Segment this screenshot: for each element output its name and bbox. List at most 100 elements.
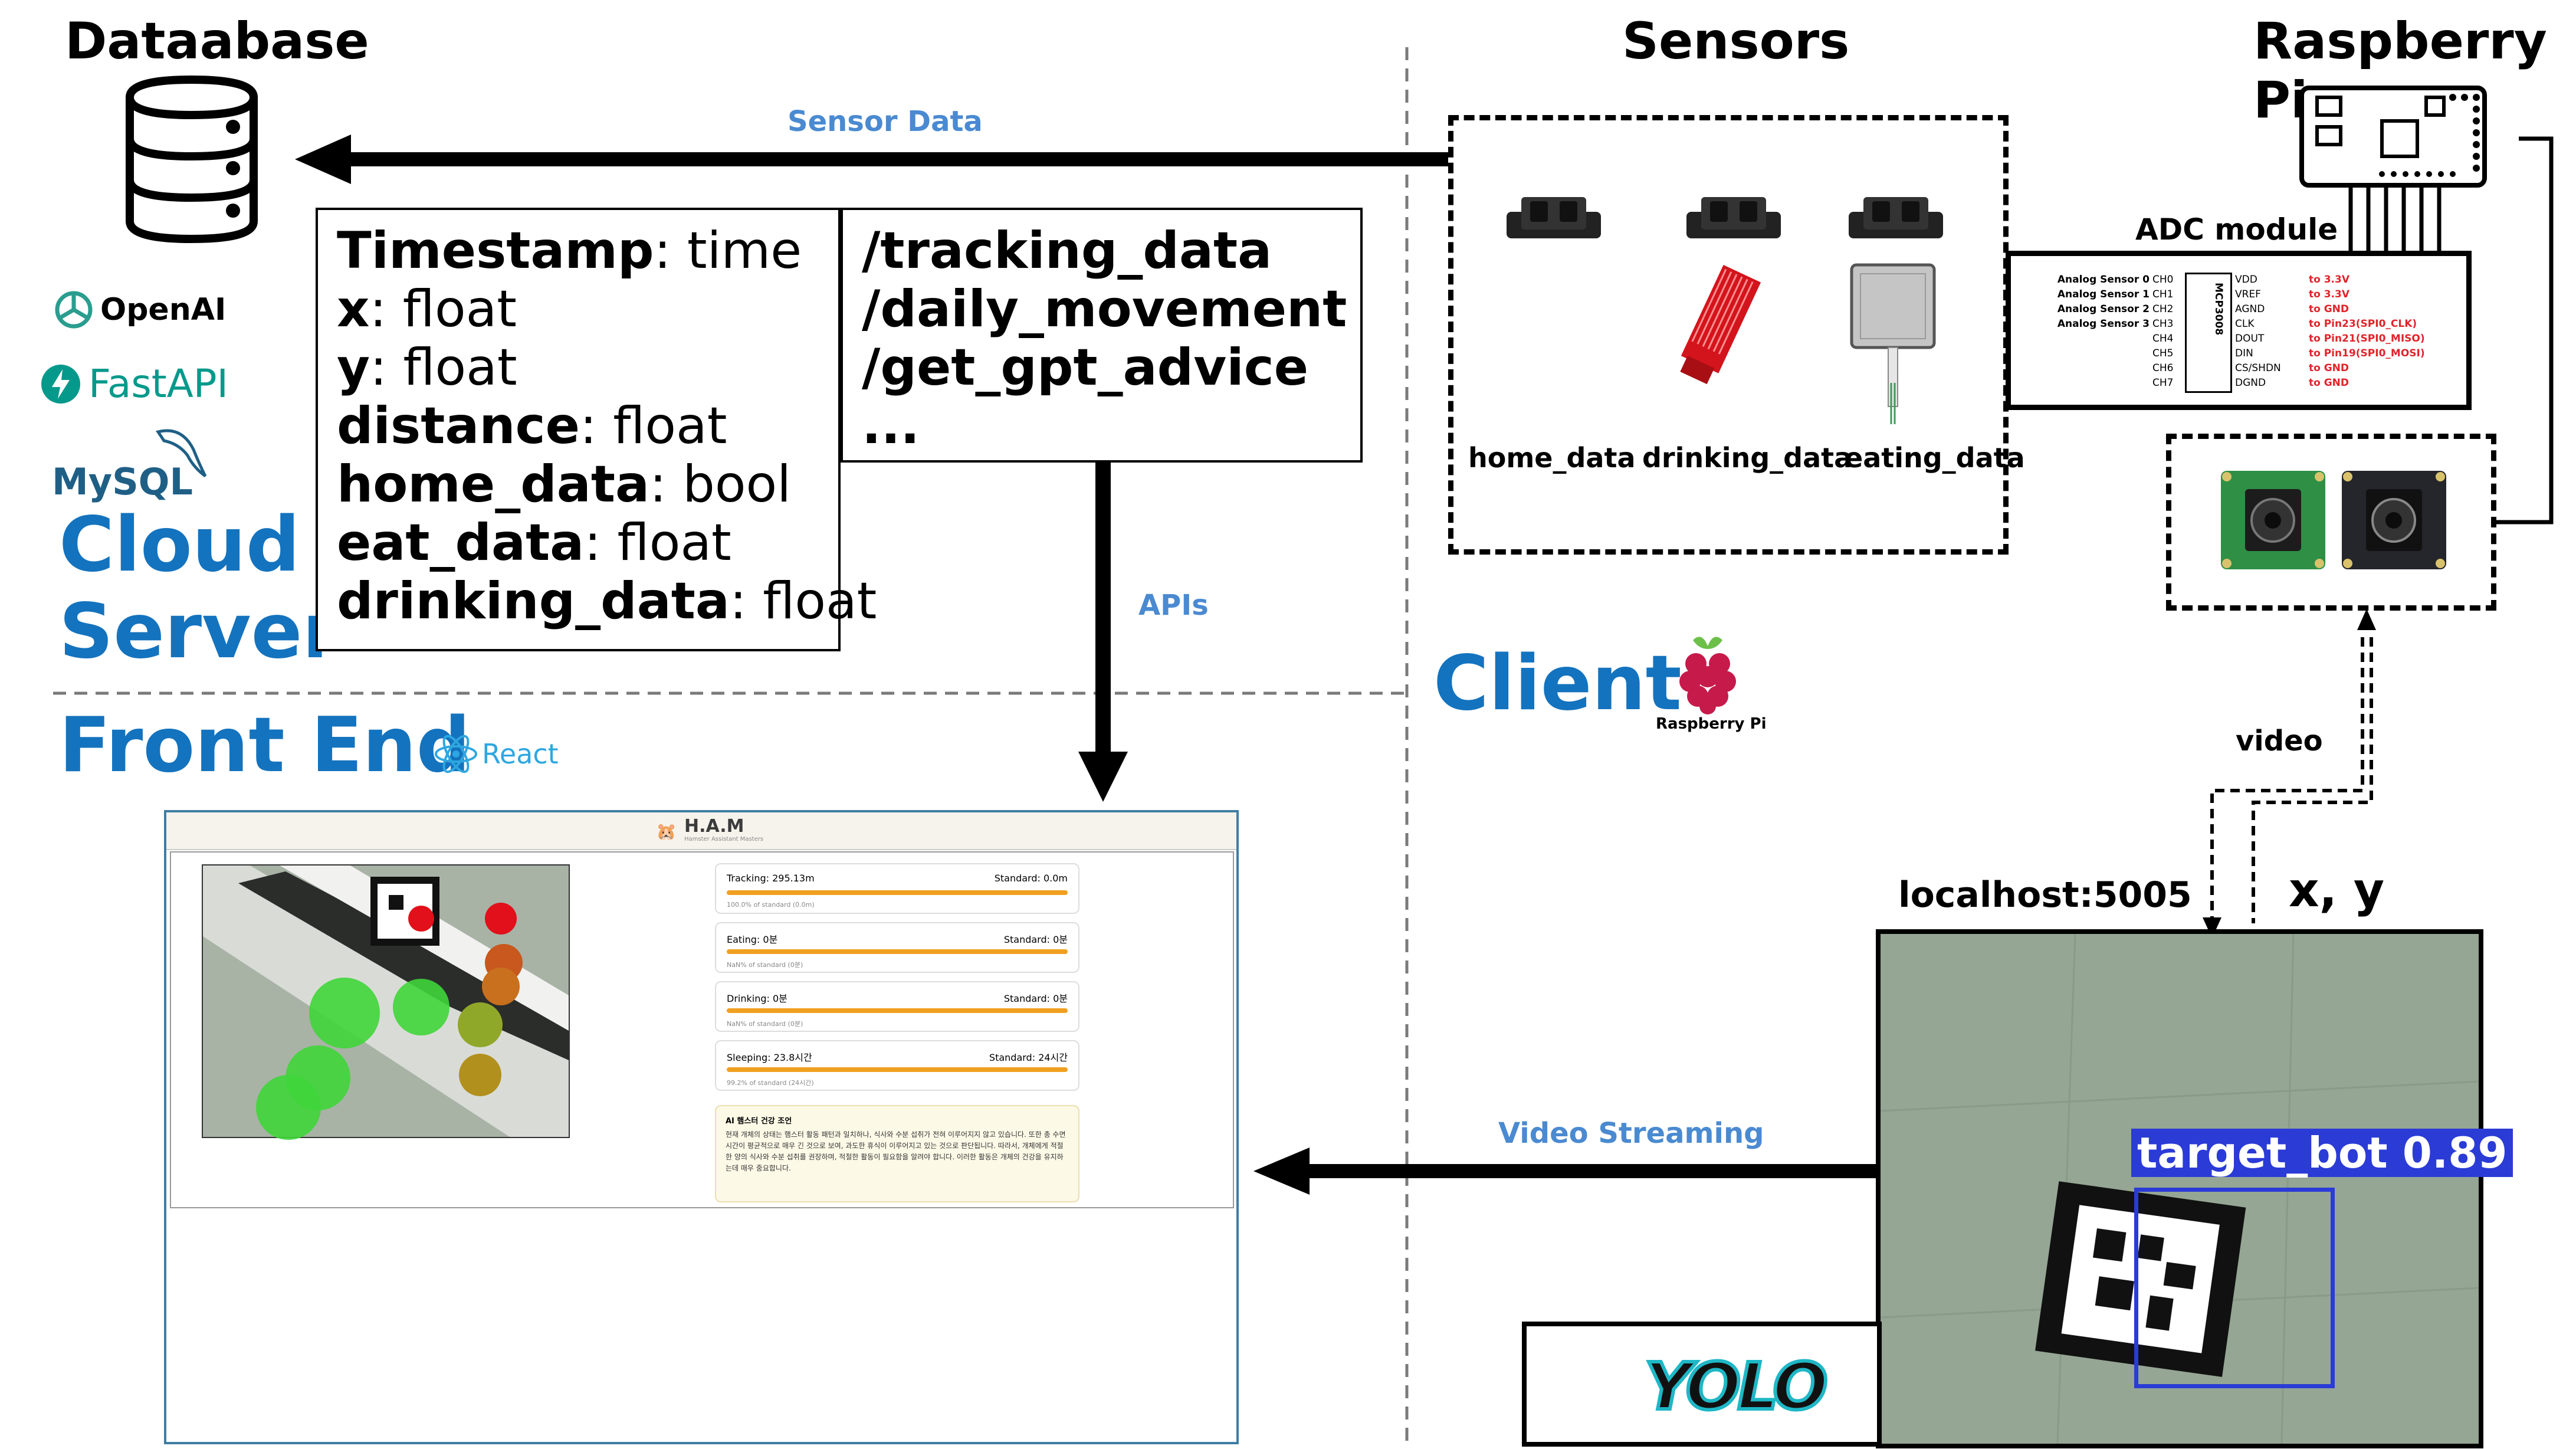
cloud-server-label: Cloud Server xyxy=(59,501,340,676)
react-label: React xyxy=(482,738,559,770)
apis-arrow xyxy=(1078,463,1128,802)
schema-field-type: float xyxy=(617,513,731,572)
adc-input-label: Analog Sensor 3 xyxy=(2057,318,2150,330)
metric-standard: Standard: 24시간 xyxy=(989,1052,1068,1063)
adc-pin-target: to 3.3V xyxy=(2309,274,2349,286)
sensor-data-arrow xyxy=(295,135,1463,184)
api-endpoint: /tracking_data xyxy=(862,221,1272,280)
adc-pin-right: CLK xyxy=(2235,318,2255,330)
metric-subtext: 100.0% of standard (0.0m) xyxy=(727,901,815,909)
schema-field: Timestamp: time xyxy=(337,221,802,280)
sensor-label-eating: eating_data xyxy=(1845,442,2025,474)
schema-field-key: home_data xyxy=(337,455,649,514)
adc-wires xyxy=(2348,183,2442,260)
metric-card: Tracking: 295.13m Standard: 0.0m 100.0% of… xyxy=(715,863,1079,914)
openai-logo: OpenAI xyxy=(52,288,226,332)
api-endpoint: /daily_movement xyxy=(862,280,1347,339)
adc-pin-target: to 3.3V xyxy=(2309,289,2349,300)
tracking-image xyxy=(202,864,570,1140)
api-box: /tracking_data/daily_movement/get_gpt_ad… xyxy=(841,208,1363,463)
adc-pin-right: VREF xyxy=(2235,289,2261,300)
cloud-word: Cloud xyxy=(59,501,300,589)
sensors-title: Sensors xyxy=(1622,12,1850,71)
camera-box xyxy=(2166,434,2496,611)
server-word: Server xyxy=(59,588,340,676)
adc-pin-right: DOUT xyxy=(2235,333,2265,345)
yolo-video-frame: target_bot 0.89 xyxy=(1876,929,2513,1448)
ir-sensor-home-icon xyxy=(1507,197,1601,238)
fastapi-label: FastAPI xyxy=(88,361,229,406)
fastapi-logo: FastAPI xyxy=(40,361,228,406)
dolphin-icon xyxy=(155,429,207,477)
metric-standard: Standard: 0.0m xyxy=(994,873,1068,884)
raspberry-logo-text: Raspberry Pi xyxy=(1656,715,1767,733)
metric-standard: Standard: 0분 xyxy=(1003,934,1068,945)
sensors-box: home_data drinking_data eating_data xyxy=(1448,115,2025,555)
ir-sensor-drinking-icon xyxy=(1686,197,1781,238)
schema-field-type: float xyxy=(613,396,727,455)
adc-input-label xyxy=(2052,346,2150,361)
schema-field: drinking_data: float xyxy=(337,572,877,631)
adc-pin-left: CH5 xyxy=(2152,348,2174,359)
video-label: video xyxy=(2236,724,2323,758)
adc-pin-left: CH3 xyxy=(2152,318,2174,330)
api-endpoint: ... xyxy=(862,396,920,455)
xy-label: x, y xyxy=(2289,863,2384,917)
sensor-label-drinking: drinking_data xyxy=(1642,442,1853,474)
adc-pin-target: to GND xyxy=(2309,362,2349,374)
metric-subtext: 99.2% of standard (24시간) xyxy=(727,1079,814,1087)
adc-chip-name: MCP3008 xyxy=(2213,283,2224,336)
water-sensor-icon xyxy=(1680,265,1761,385)
localhost-label: localhost:5005 xyxy=(1898,874,2192,916)
adc-pin-right: VDD xyxy=(2235,274,2257,286)
video-streaming-label: Video Streaming xyxy=(1498,1117,1764,1150)
schema-field-type: bool xyxy=(682,455,792,514)
detection-box xyxy=(2134,1188,2335,1388)
fastapi-icon xyxy=(41,364,80,404)
react-logo: React xyxy=(434,732,559,776)
advice-title: AI 햄스터 건강 조언 xyxy=(726,1117,792,1126)
adc-pin-target: to GND xyxy=(2309,377,2349,389)
metric-label: Sleeping: 23.8시간 xyxy=(727,1052,812,1063)
adc-input-label: Analog Sensor 1 xyxy=(2057,289,2150,300)
force-sensor-icon xyxy=(1850,263,1936,424)
app-subtitle: Hamster Assistant Masters xyxy=(684,836,764,842)
metrics-panel: Tracking: 295.13m Standard: 0.0m 100.0% of… xyxy=(715,863,1079,1205)
schema-field-key: drinking_data xyxy=(337,572,730,631)
adc-pin-left: CH1 xyxy=(2152,289,2174,300)
schema-field: home_data: bool xyxy=(337,455,792,514)
schema-field-key: eat_data xyxy=(337,513,585,572)
client-label: Client xyxy=(1433,640,1682,727)
metric-label: Tracking: 295.13m xyxy=(727,873,815,884)
adc-input-label xyxy=(2052,376,2150,391)
adc-pin-target: to GND xyxy=(2309,303,2349,315)
adc-input-label: Analog Sensor 2 xyxy=(2057,303,2150,315)
metric-standard: Standard: 0분 xyxy=(1003,993,1068,1004)
schema-field-key: y xyxy=(337,338,370,397)
adc-chip: MCP3008 xyxy=(2185,273,2232,393)
mysql-logo: MySQL xyxy=(52,420,217,503)
metric-progress-bar xyxy=(727,1067,1068,1072)
apis-label: APIs xyxy=(1138,589,1209,622)
adc-pin-left: CH6 xyxy=(2152,362,2174,374)
schema-field-key: distance xyxy=(337,396,580,455)
tracking-plot xyxy=(203,866,569,1140)
adc-input-label xyxy=(2052,361,2150,376)
adc-pin-right: AGND xyxy=(2235,303,2265,315)
yolo-logo-box: YOLO xyxy=(1522,1322,1882,1447)
camera-wire xyxy=(2495,136,2554,524)
video-arrows xyxy=(2203,609,2376,938)
schema-field: y: float xyxy=(337,338,517,397)
camera-module-2-icon xyxy=(2342,471,2446,569)
adc-pin-left: CH2 xyxy=(2152,303,2174,315)
ir-sensor-eating-icon xyxy=(1849,197,1943,238)
metric-label: Eating: 0분 xyxy=(727,934,778,945)
metric-progress-bar xyxy=(727,1008,1068,1013)
